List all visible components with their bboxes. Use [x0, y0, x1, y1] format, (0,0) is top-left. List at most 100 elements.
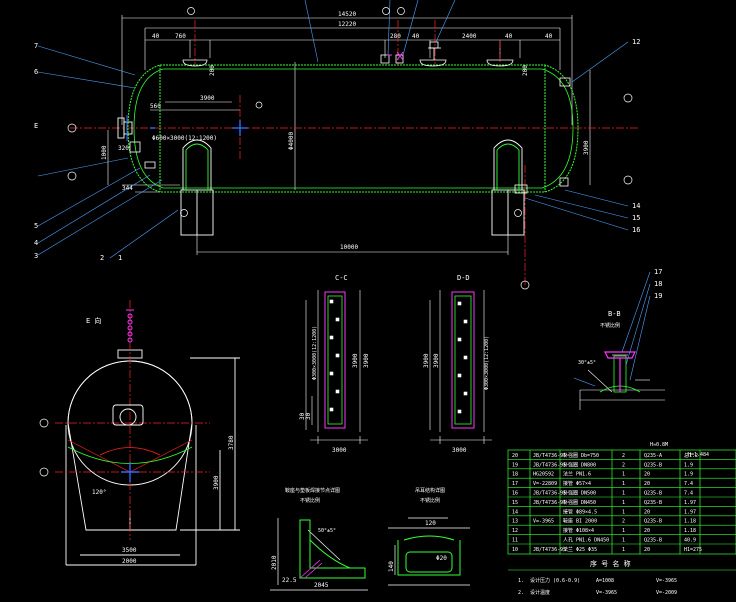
table-cell-qty: 2	[622, 462, 625, 468]
detail-weld: 鞍座与垫板焊接节点详图 不锈比例 50°±5° 2010 2045 22.5	[270, 487, 368, 591]
table-cell-note: 1.9	[684, 462, 693, 468]
table-cell-qty: 2	[622, 453, 625, 459]
dim-top-left-b: 760	[175, 33, 186, 40]
table-cell-note: 40.9	[684, 538, 696, 544]
table-cell-note: 7.4	[684, 481, 693, 487]
weld-title: 鞍座与垫板焊接节点详图	[285, 487, 340, 494]
balloon-1: 1	[118, 254, 122, 262]
dim-left-gap: 560	[150, 103, 161, 110]
table-cell-no: 13	[512, 519, 518, 525]
cc-side: Φ300×3000(12:1200)	[312, 326, 318, 380]
dd-dim-1: 3900	[423, 353, 430, 368]
balloon-7: 7	[34, 42, 38, 50]
table-cell-qty: 1	[622, 491, 625, 497]
table-cell-mat: Q235-B	[644, 519, 662, 525]
dim-top-left-a: 40	[152, 33, 160, 40]
ring-subtitle: 不锈比例	[420, 497, 440, 504]
table-cell-no: 15	[512, 500, 518, 506]
dim-shell: 12220	[338, 21, 356, 28]
section-bb-title: B-B	[608, 310, 621, 318]
table-cell-name: 人孔 PN1.6 DN450	[563, 537, 609, 544]
table-cell-no: 19	[512, 462, 518, 468]
dd-bottom: 3000	[452, 447, 467, 454]
table-extra-1: H=1.484	[688, 452, 709, 458]
weld-angle: 50°±5°	[318, 528, 336, 534]
dd-side: Φ300×3000(12:1200)	[484, 336, 490, 390]
table-cell-mat: Q235-B	[644, 538, 662, 544]
footer-2d: V=-2009	[656, 590, 677, 596]
dim-top-mid-b: 40	[412, 33, 420, 40]
table-cell-note: 总1.2	[684, 452, 698, 459]
table-cell-qty: 1	[622, 528, 625, 534]
dim-left-vert: 1000	[101, 145, 108, 160]
cc-dim-3: 30	[299, 412, 306, 420]
table-cell-mat: 20	[644, 472, 650, 478]
dim-nozzle-h1: 200	[209, 65, 216, 76]
dd-dim-2: 3900	[433, 353, 440, 368]
bb-balloon-19: 19	[654, 292, 662, 300]
dim-nozzle-h2: 200	[522, 65, 529, 76]
table-cell-note: 7.4	[684, 491, 693, 497]
dim-right-h1: 3900	[583, 140, 590, 155]
dim-left-small: 320	[118, 145, 129, 152]
section-cc: C-C Φ300×3000(12:1200) 3900	[299, 274, 370, 454]
table-cell-no: 20	[512, 453, 518, 459]
table-cell-qty: 1	[622, 500, 625, 506]
section-bb: B-B 不锈比例 30°±5° 17 18 19	[573, 268, 665, 410]
ring-dim-0: 120	[425, 520, 436, 527]
table-cell-mat: 20	[644, 509, 650, 515]
table-cell-mat: Q235-B	[644, 462, 662, 468]
table-cell-no: 17	[512, 481, 518, 487]
balloon-3: 3	[34, 252, 38, 260]
cc-dim-1: 3900	[352, 353, 359, 368]
balloon-15: 15	[632, 214, 640, 222]
table-cell-mat: Q235-B	[644, 491, 662, 497]
table-cell-no: 18	[512, 472, 518, 478]
table-cell-name: 补强圈 DN450	[563, 499, 596, 506]
end-angle: 120°	[92, 489, 106, 496]
table-cell-note: H1=275	[684, 547, 702, 553]
table-cell-mat: Q235-B	[644, 500, 662, 506]
footer-2c: V=-3965	[596, 590, 617, 596]
table-cell-name: 法兰 PN1.6	[563, 471, 591, 478]
table-cell-name: 接管 Φ57×4	[563, 480, 591, 487]
table-cell-note: 1.97	[684, 500, 696, 506]
end-dim-2: 3900	[213, 475, 220, 490]
table-footer-title: 序 号 名 称	[590, 559, 631, 568]
end-view: E 向	[39, 300, 240, 566]
ring-title: 吊耳结构详图	[415, 487, 445, 494]
table-cell-no: 12	[512, 528, 518, 534]
table-cell-mat: 20	[644, 528, 650, 534]
table-cell-qty: 1	[622, 547, 625, 553]
dim-top-mid-c: 2400	[462, 33, 477, 40]
footer-1b: 设计压力 (0.6-0.9)	[530, 577, 580, 584]
ring-dim-2: 140	[388, 561, 395, 572]
footer-1c: A=1008	[596, 578, 614, 584]
table-cell-code: V=-22809	[533, 481, 557, 487]
nozzle-tag: Φ600×3000(12:1200)	[152, 135, 217, 142]
dim-top-mid-a: 280	[390, 33, 401, 40]
table-cell-mat: 20	[644, 481, 650, 487]
detail-ring: 吊耳结构详图 不锈比例 120 Φ20 140	[388, 487, 470, 586]
table-cell-no: 11	[512, 538, 518, 544]
table-cell-no: 16	[512, 491, 518, 497]
table-cell-code: JB/T4736-95	[533, 462, 566, 468]
balloon-16: 16	[632, 226, 640, 234]
balloon-12: 12	[632, 38, 640, 46]
dim-bottom-span: 10000	[340, 244, 358, 251]
weld-subtitle: 不锈比例	[300, 497, 320, 504]
table-cell-name: 接管 Φ108×4	[563, 527, 594, 534]
balloon-5: 5	[34, 222, 38, 230]
table-cell-mat: Q235-A	[644, 453, 662, 459]
footer-1a: 1.	[518, 578, 524, 584]
table-cell-no: 10	[512, 547, 518, 553]
end-dim-4: 2000	[122, 558, 137, 565]
section-cc-title: C-C	[335, 274, 348, 282]
table-cell-qty: 1	[622, 481, 625, 487]
dim-left-span: 3900	[200, 95, 215, 102]
weld-dim-2: 2045	[314, 582, 329, 589]
balloon-4: 4	[34, 239, 38, 247]
table-cell-code: HG20592	[533, 472, 554, 478]
dim-vert-diam: Φ4000	[288, 132, 295, 150]
